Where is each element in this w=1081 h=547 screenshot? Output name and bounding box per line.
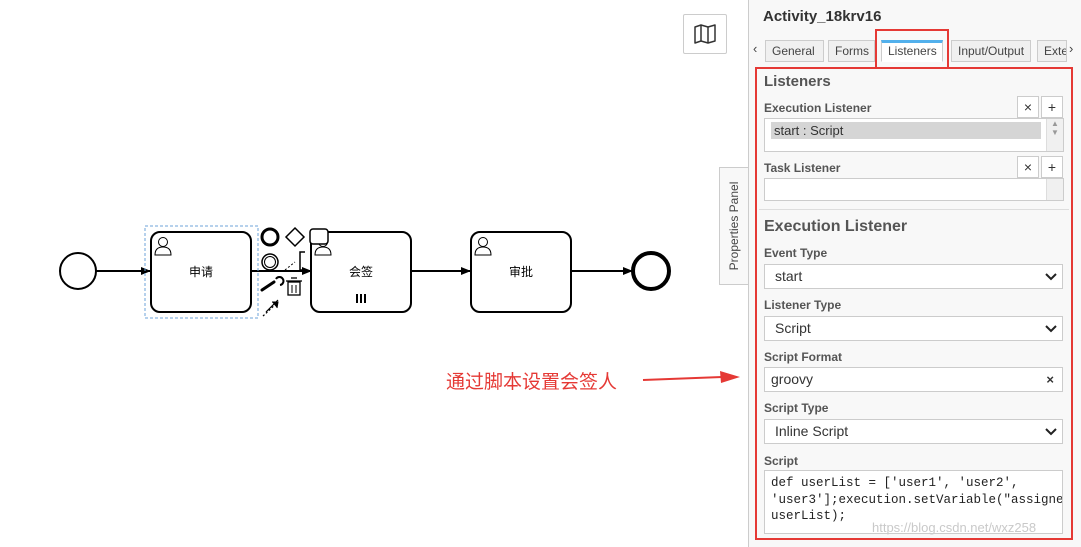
plus-icon: +	[1047, 159, 1057, 175]
task-listener-label: Task Listener	[764, 161, 841, 175]
tab-highlight-box	[875, 29, 949, 69]
close-icon: ×	[1023, 159, 1033, 175]
append-gateway-icon[interactable]	[284, 226, 306, 248]
parallel-multi-instance-icon	[356, 294, 366, 303]
tab-general[interactable]: General	[765, 40, 824, 62]
tab-scroll-left-icon[interactable]: ‹	[753, 41, 758, 56]
map-icon	[694, 24, 716, 44]
trash-icon[interactable]	[286, 277, 302, 296]
append-end-event-icon[interactable]	[260, 227, 280, 247]
script-label: Script	[764, 454, 799, 468]
chevron-down-icon	[1045, 273, 1057, 281]
script-format-label: Script Format	[764, 350, 843, 364]
minimap-toggle-button[interactable]	[683, 14, 727, 54]
listener-type-label: Listener Type	[764, 298, 842, 312]
connect-arrow-icon[interactable]	[262, 299, 279, 317]
append-task-icon[interactable]	[309, 228, 329, 245]
listener-type-value: Script	[775, 320, 811, 336]
script-textarea[interactable]: def userList = ['user1', 'user2', 'user3…	[764, 470, 1063, 534]
script-format-value: groovy	[771, 371, 814, 387]
add-task-listener-button[interactable]: +	[1041, 156, 1063, 178]
execution-listener-label: Execution Listener	[764, 101, 872, 115]
tab-forms[interactable]: Forms	[828, 40, 875, 62]
chevron-down-icon	[1045, 325, 1057, 333]
close-icon: ×	[1023, 99, 1033, 115]
execution-listener-heading: Execution Listener	[764, 218, 908, 235]
task-label: 申请	[189, 265, 213, 279]
task-label: 会签	[349, 264, 373, 279]
user-task-apply[interactable]: 申请	[150, 231, 252, 313]
listener-highlight-box	[755, 67, 1073, 540]
bpmn-diagram: 申请 会签 审批	[59, 225, 671, 319]
annotation-text: 通过脚本设置会签人	[446, 372, 618, 393]
selection-outline	[144, 225, 259, 319]
list-item[interactable]: start : Script	[771, 122, 1041, 139]
chevron-down-icon	[1045, 428, 1057, 436]
list-scrollbar[interactable]: ▲▼	[1046, 119, 1063, 151]
plus-icon: +	[1047, 99, 1057, 115]
listeners-heading: Listeners	[764, 73, 831, 90]
task-listener-list[interactable]	[764, 178, 1064, 201]
script-type-select[interactable]: Inline Script	[764, 419, 1063, 444]
bpmn-canvas[interactable]: 申请 会签 审批	[0, 0, 748, 547]
properties-panel-toggle-label: Properties Panel	[727, 181, 741, 271]
remove-execution-listener-button[interactable]: ×	[1017, 96, 1039, 118]
tab-scroll-right-icon[interactable]: ›	[1069, 41, 1074, 56]
execution-listener-list[interactable]: start : Script ▲▼	[764, 118, 1064, 152]
script-format-input[interactable]: groovy ×	[764, 367, 1063, 392]
tab-extensions[interactable]: Exte	[1037, 40, 1067, 62]
user-task-approve[interactable]: 审批	[470, 231, 572, 313]
append-text-annotation-icon[interactable]	[284, 251, 305, 271]
add-execution-listener-button[interactable]: +	[1041, 96, 1063, 118]
event-type-label: Event Type	[764, 246, 828, 260]
properties-panel: Activity_18krv16 ‹ General Forms Listene…	[748, 0, 1081, 547]
end-event[interactable]	[631, 251, 671, 291]
event-type-select[interactable]: start	[764, 264, 1063, 289]
element-id-title: Activity_18krv16	[763, 8, 882, 25]
tab-input-output[interactable]: Input/Output	[951, 40, 1031, 62]
clear-icon[interactable]: ×	[1046, 372, 1054, 387]
start-event[interactable]	[59, 252, 97, 290]
section-divider	[759, 209, 1069, 210]
list-scrollbar[interactable]	[1046, 179, 1063, 200]
task-label: 审批	[509, 264, 533, 279]
wrench-icon[interactable]	[260, 276, 285, 292]
context-pad	[260, 226, 329, 317]
remove-task-listener-button[interactable]: ×	[1017, 156, 1039, 178]
user-icon	[154, 237, 172, 256]
tab-listeners[interactable]: Listeners	[881, 40, 943, 62]
append-intermediate-event-icon[interactable]	[261, 253, 279, 271]
watermark: https://blog.csdn.net/wxz258	[872, 520, 1037, 535]
user-icon	[474, 237, 492, 256]
script-type-label: Script Type	[764, 401, 829, 415]
properties-panel-toggle[interactable]: Properties Panel	[719, 167, 748, 285]
listener-type-select[interactable]: Script	[764, 316, 1063, 341]
event-type-value: start	[775, 268, 803, 284]
tab-bar: ‹ General Forms Listeners Input/Output E…	[749, 38, 1081, 64]
script-type-value: Inline Script	[775, 423, 849, 439]
